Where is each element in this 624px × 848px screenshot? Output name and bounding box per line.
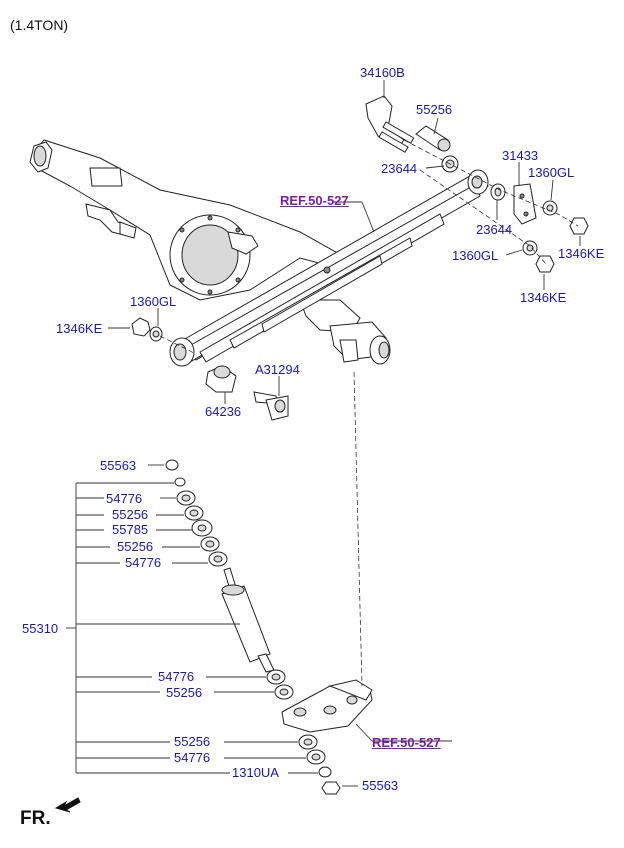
part-54776-1[interactable]: 54776 <box>106 491 143 506</box>
part-1346KE-c[interactable]: 1346KE <box>56 321 103 336</box>
rear-axle-housing <box>29 139 391 365</box>
variant-label: (1.4TON) <box>10 17 69 33</box>
part-23644-b[interactable]: 23644 <box>476 222 513 237</box>
part-55563-bottom[interactable]: 55563 <box>362 778 399 793</box>
part-1360GL-b[interactable]: 1360GL <box>452 248 499 263</box>
part-34160B[interactable]: 34160B <box>360 65 405 80</box>
part-55256-4[interactable]: 55256 <box>174 734 211 749</box>
shock-lower-bracket <box>281 371 373 795</box>
part-55256-3[interactable]: 55256 <box>166 685 203 700</box>
part-55256-1[interactable]: 55256 <box>112 507 149 522</box>
part-55256-2[interactable]: 55256 <box>117 539 154 554</box>
reference-spring[interactable]: REF.50-527 <box>280 193 349 208</box>
part-64236[interactable]: 64236 <box>205 404 242 419</box>
part-A31294[interactable]: A31294 <box>255 362 300 377</box>
shackle-plate <box>403 139 589 273</box>
part-54776-2[interactable]: 54776 <box>125 555 162 570</box>
part-54776-3[interactable]: 54776 <box>158 669 195 684</box>
part-54776-4[interactable]: 54776 <box>174 750 211 765</box>
part-1310UA[interactable]: 1310UA <box>232 765 279 780</box>
part-31433[interactable]: 31433 <box>502 148 539 163</box>
part-55310[interactable]: 55310 <box>22 621 59 636</box>
shock-absorber-stack <box>165 459 294 700</box>
part-55256-top[interactable]: 55256 <box>416 102 453 117</box>
front-direction-label: FR. <box>20 808 51 829</box>
reference-bracket[interactable]: REF.50-527 <box>372 735 441 750</box>
part-1346KE-a[interactable]: 1346KE <box>558 246 605 261</box>
leaf-spring <box>169 169 490 367</box>
shackle-pin-bracket <box>365 95 459 173</box>
part-1360GL-c[interactable]: 1360GL <box>130 294 177 309</box>
part-1346KE-b[interactable]: 1346KE <box>520 290 567 305</box>
front-arrow-icon <box>54 797 81 813</box>
part-1360GL-a[interactable]: 1360GL <box>528 165 575 180</box>
part-23644-a[interactable]: 23644 <box>381 161 418 176</box>
front-eye-hardware <box>131 317 289 421</box>
part-55563-top[interactable]: 55563 <box>100 458 137 473</box>
part-55785[interactable]: 55785 <box>112 522 149 537</box>
leader-lines <box>66 80 581 787</box>
